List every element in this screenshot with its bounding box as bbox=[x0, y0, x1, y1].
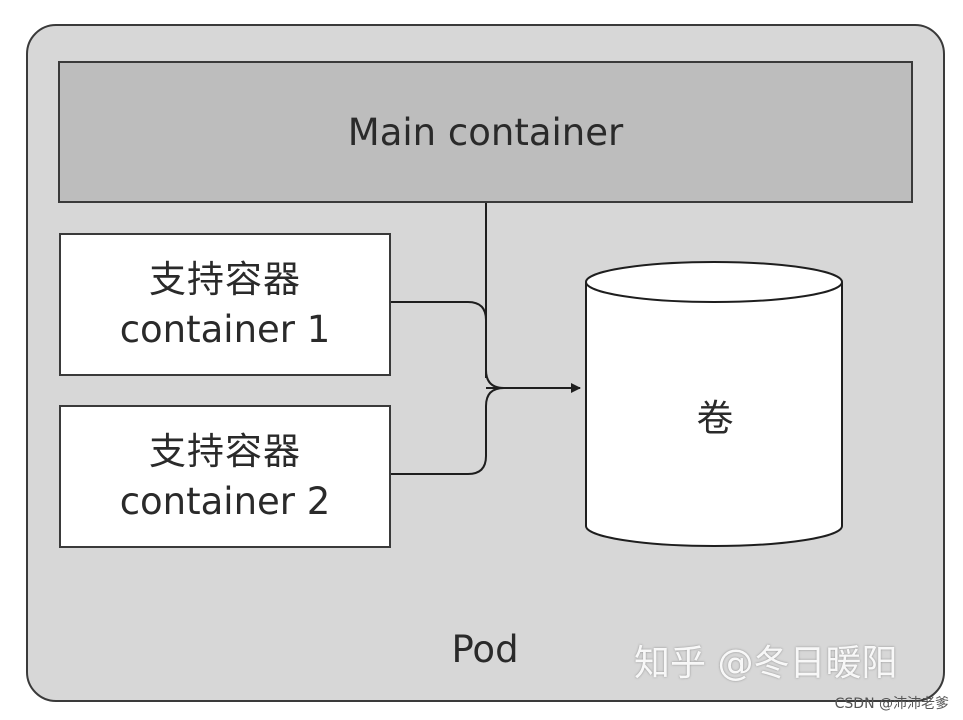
main-container-label: Main container bbox=[347, 110, 624, 154]
support-container-1-cn-label: 支持容器 bbox=[149, 257, 301, 301]
support-container-2-cn-label: 支持容器 bbox=[149, 429, 301, 473]
support-container-1-en-label: container 1 bbox=[119, 307, 331, 351]
volume-label: 卷 bbox=[696, 397, 734, 440]
support-container-1-box: 支持容器 container 1 bbox=[59, 233, 391, 376]
support-container-2-en-label: container 2 bbox=[119, 479, 331, 523]
credit-text: CSDN @沛沛老爹 bbox=[834, 696, 949, 712]
watermark-text: 知乎 @冬日暖阳 bbox=[634, 643, 898, 684]
support-container-2-box: 支持容器 container 2 bbox=[59, 405, 391, 548]
main-container-box: Main container bbox=[58, 61, 913, 203]
pod-label: Pod bbox=[451, 628, 519, 671]
